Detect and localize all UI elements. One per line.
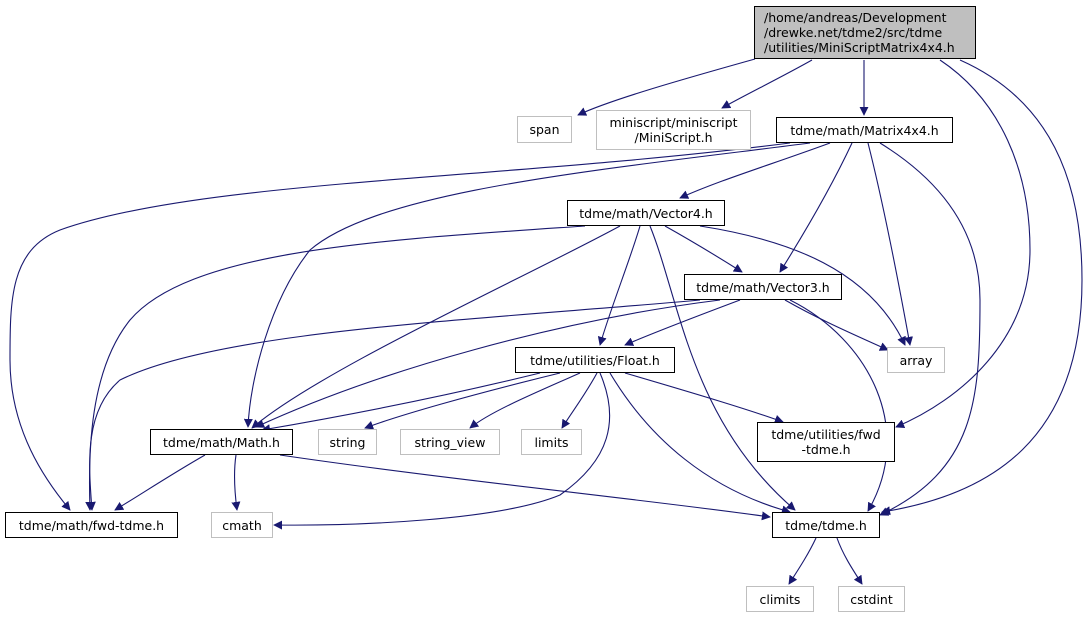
edge-vector4-to-mathfwd <box>85 225 586 511</box>
node-vector4-h[interactable]: tdme/math/Vector4.h <box>567 200 725 226</box>
node-cmath: cmath <box>211 512 273 538</box>
edge-math-to-cmath <box>231 454 241 511</box>
edge-matrix4x4-to-math <box>243 142 811 428</box>
node-matrix4x4-h[interactable]: tdme/math/Matrix4x4.h <box>776 117 953 143</box>
node-array: array <box>887 347 945 373</box>
edge-vector3-to-array <box>784 299 889 351</box>
edge-vector3-to-math <box>255 299 721 428</box>
node-climits: climits <box>746 586 814 612</box>
edge-float-to-string-view <box>469 372 581 429</box>
edge-vector4-to-array <box>699 225 906 346</box>
edge-matrix4x4-to-array <box>867 142 913 346</box>
node-string-view: string_view <box>400 429 500 455</box>
edge-vector3-to-tdme <box>789 299 888 512</box>
edge-vector4-to-tdme <box>649 225 796 511</box>
edge-float-to-string <box>364 372 561 430</box>
node-cstdint: cstdint <box>838 586 905 612</box>
edge-matrix4x4-to-mathfwd <box>9 142 791 511</box>
node-miniscript-h: miniscript/miniscript /MiniScript.h <box>596 110 751 150</box>
node-span: span <box>517 116 572 143</box>
edge-float-to-cmath <box>273 372 611 530</box>
edge-vector4-to-math <box>251 225 621 429</box>
node-math-fwd-tdme-h[interactable]: tdme/math/fwd-tdme.h <box>5 512 178 538</box>
edge-math-to-tdme <box>279 454 771 521</box>
edge-root-to-span <box>577 58 756 116</box>
edge-float-to-tdme <box>609 372 791 515</box>
node-float-h[interactable]: tdme/utilities/Float.h <box>515 347 675 373</box>
edge-vector3-to-float <box>624 299 741 346</box>
node-limits: limits <box>521 429 582 455</box>
edge-matrix4x4-to-vector4 <box>679 142 831 199</box>
edge-root-to-tdme <box>881 59 1083 516</box>
edge-tdme-to-climits <box>788 537 817 585</box>
edge-vector3-to-mathfwd <box>86 299 701 511</box>
edge-math-to-mathfwd <box>114 454 206 511</box>
edge-matrix4x4-to-tdme <box>879 142 981 516</box>
edge-float-to-limits <box>561 372 598 429</box>
node-root-miniscriptmatrix4x4-h: /home/andreas/Development /drewke.net/td… <box>754 6 976 59</box>
node-tdme-h[interactable]: tdme/tdme.h <box>772 512 880 538</box>
node-utilities-fwd-tdme-h[interactable]: tdme/utilities/fwd -tdme.h <box>757 422 895 462</box>
edge-float-to-utilfwd <box>624 372 784 424</box>
node-vector3-h[interactable]: tdme/math/Vector3.h <box>684 274 842 300</box>
node-string: string <box>318 429 377 455</box>
edge-matrix4x4-to-vector3 <box>779 142 853 273</box>
edge-root-to-miniscript <box>721 59 813 109</box>
edge-float-to-math <box>261 372 541 434</box>
edge-tdme-to-cstdint <box>836 537 863 585</box>
edge-vector4-to-vector3 <box>664 225 743 273</box>
node-math-h[interactable]: tdme/math/Math.h <box>150 429 293 455</box>
edge-root-to-utilfwd <box>895 59 1031 428</box>
edge-vector4-to-float <box>597 225 641 346</box>
